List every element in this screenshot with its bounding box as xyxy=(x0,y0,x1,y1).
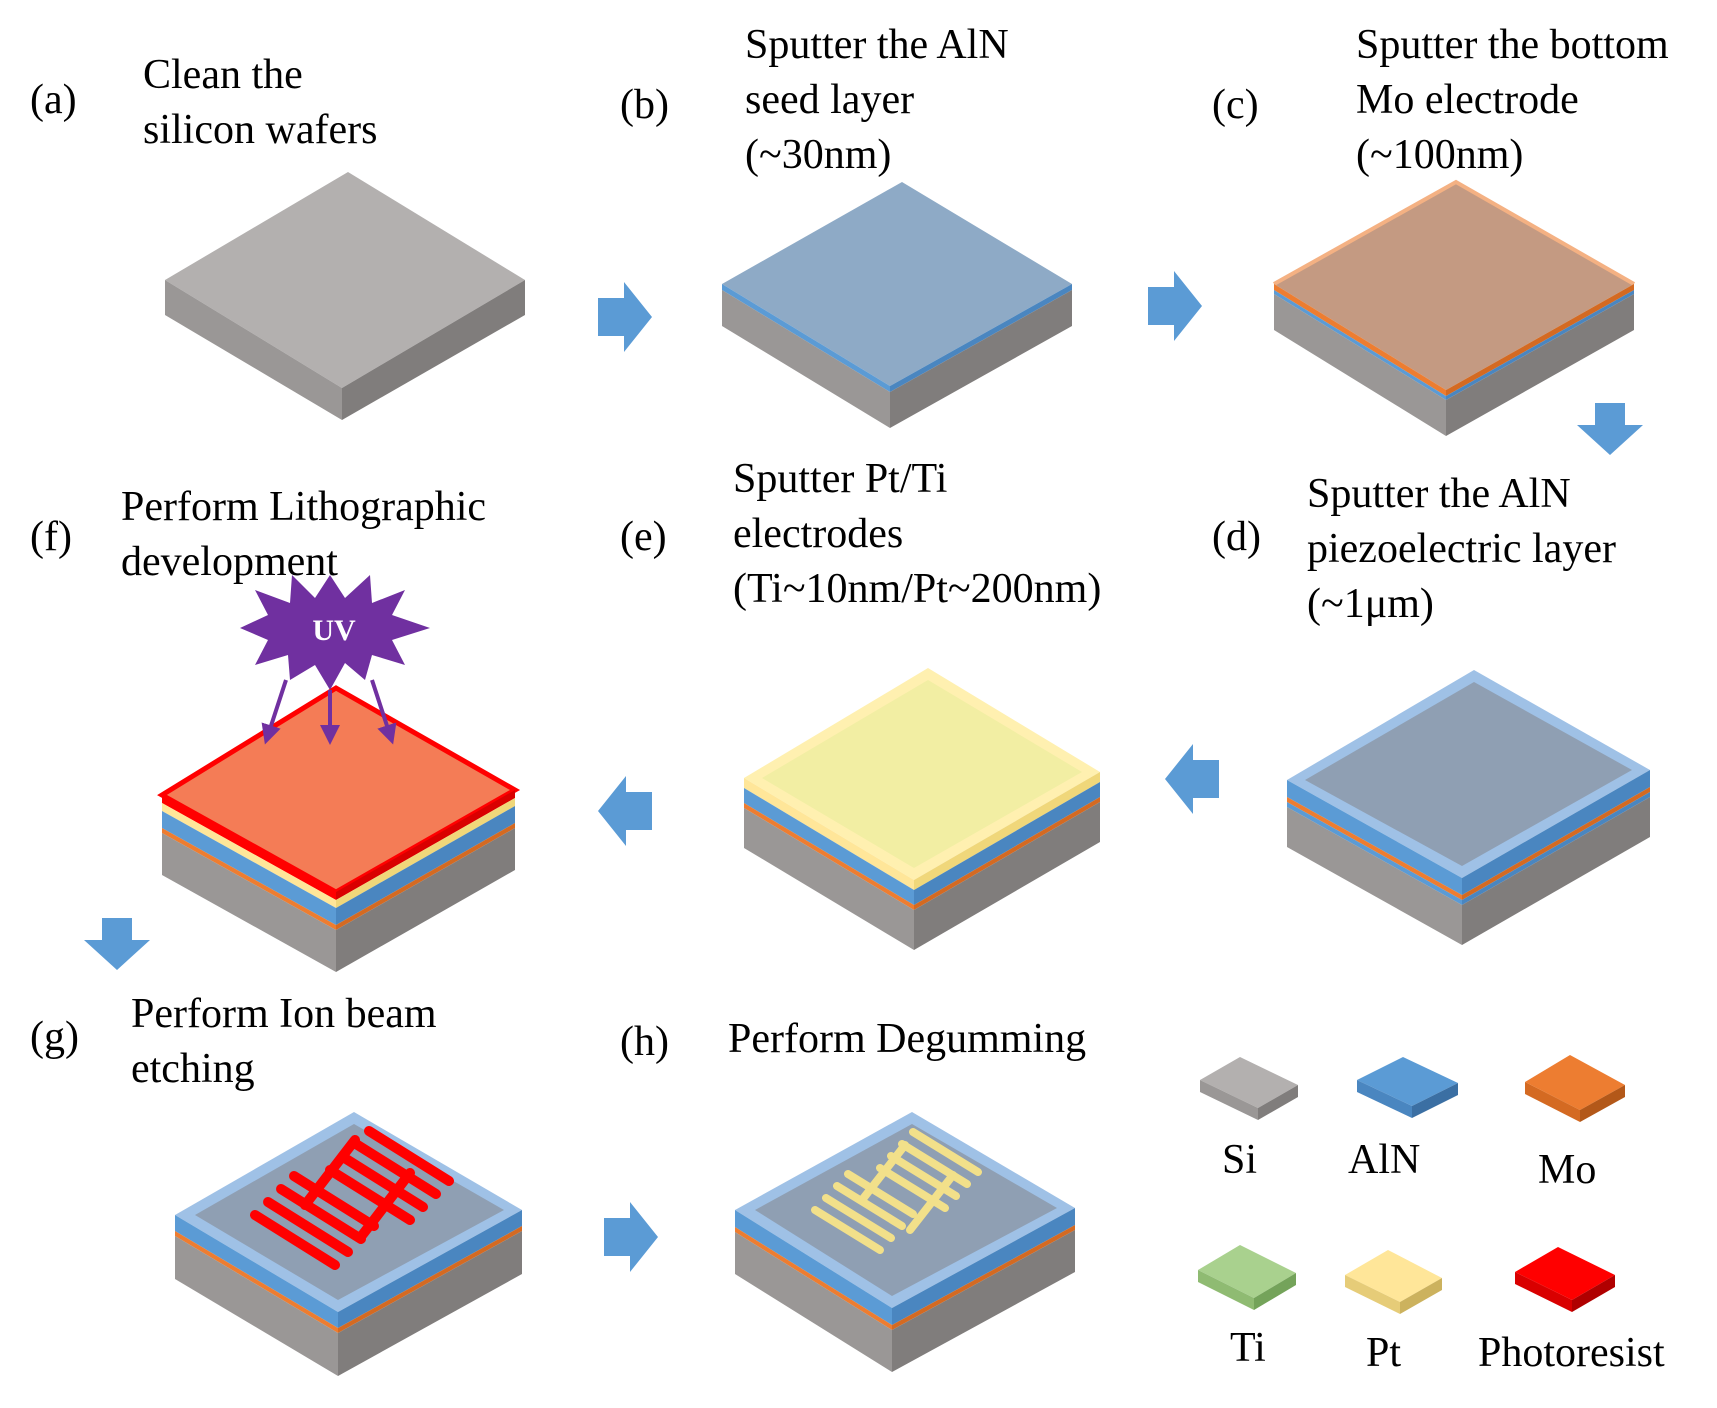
wafer-e-pt-top-inner xyxy=(762,680,1082,868)
wafer-g-electrode-pattern xyxy=(250,1126,454,1270)
arrow-g-to-h xyxy=(604,1202,658,1272)
wafer-b xyxy=(722,182,1072,428)
arrow-d-to-e xyxy=(1165,744,1219,814)
wafer-a-top xyxy=(165,172,525,388)
step-d-line-3: (~1μm) xyxy=(1307,581,1434,627)
legend-label-photoresist: Photoresist xyxy=(1478,1330,1665,1376)
step-f-line-1: Perform Lithographic xyxy=(121,484,487,530)
uv-burst: UV xyxy=(240,575,430,745)
step-d-line-1: Sputter the AlN xyxy=(1307,471,1571,517)
legend-label-aln: AlN xyxy=(1348,1137,1421,1183)
step-g-letter: (g) xyxy=(30,1014,79,1060)
wafer-g xyxy=(175,1112,522,1376)
wafer-d xyxy=(1287,670,1650,945)
step-a-letter: (a) xyxy=(30,77,77,123)
legend xyxy=(1198,1055,1625,1314)
wafer-e xyxy=(744,668,1100,950)
wafer-h-electrode-pattern xyxy=(811,1128,982,1254)
wafer-c-mo-left xyxy=(1274,284,1446,396)
flow-arrows xyxy=(84,271,1643,1272)
step-b-line-3: (~30nm) xyxy=(745,132,892,178)
step-a-line-2: silicon wafers xyxy=(143,107,378,153)
step-c-line-1: Sputter the bottom xyxy=(1356,22,1669,68)
legend-tile-si xyxy=(1200,1057,1298,1120)
step-e-line-2: electrodes xyxy=(733,511,904,557)
step-a-line-1: Clean the xyxy=(143,52,303,98)
step-e-line-1: Sputter Pt/Ti xyxy=(733,456,948,502)
step-e-line-3: (Ti~10nm/Pt~200nm) xyxy=(733,566,1102,612)
step-b-line-1: Sputter the AlN xyxy=(745,22,1009,68)
wafer-b-si-left xyxy=(722,290,890,428)
legend-label-ti: Ti xyxy=(1230,1325,1266,1371)
step-e-letter: (e) xyxy=(620,514,667,560)
wafer-e-pt-left xyxy=(744,778,914,890)
arrow-b-to-c xyxy=(1148,271,1202,341)
step-b-letter: (b) xyxy=(620,82,669,128)
legend-label-pt: Pt xyxy=(1366,1330,1402,1376)
wafer-b-aln-left xyxy=(722,284,890,392)
step-h-letter: (h) xyxy=(620,1019,669,1065)
wafer-d-mo-edge xyxy=(1287,797,1462,900)
legend-tile-ti xyxy=(1198,1245,1296,1310)
step-c-line-3: (~100nm) xyxy=(1356,132,1524,178)
step-g-line-1: Perform Ion beam xyxy=(131,991,437,1037)
legend-tile-mo xyxy=(1525,1055,1625,1122)
step-f-letter: (f) xyxy=(30,514,72,560)
arrow-e-to-f xyxy=(598,776,652,846)
wafer-b-aln-right xyxy=(890,284,1072,392)
legend-label-mo: Mo xyxy=(1538,1147,1597,1193)
uv-star xyxy=(240,575,430,690)
legend-tile-pt xyxy=(1345,1250,1442,1314)
wafer-a-right xyxy=(342,280,525,420)
wafer-f-photoresist-top xyxy=(162,688,515,892)
wafer-c-mo-right xyxy=(1446,284,1634,396)
step-h-line-1: Perform Degumming xyxy=(728,1016,1087,1062)
wafer-h xyxy=(735,1112,1075,1372)
arrow-a-to-b xyxy=(598,282,652,352)
step-f-line-2: development xyxy=(121,539,338,585)
step-d-letter: (d) xyxy=(1212,514,1261,560)
wafer-c xyxy=(1273,179,1635,436)
wafer-b-aln-top xyxy=(722,182,1072,386)
arrow-f-to-g xyxy=(84,918,150,970)
step-c-line-2: Mo electrode xyxy=(1356,77,1579,123)
wafer-a-left xyxy=(165,280,342,420)
step-g-line-2: etching xyxy=(131,1046,255,1092)
legend-label-si: Si xyxy=(1222,1137,1258,1183)
wafer-d-aln-top-inner xyxy=(1305,682,1632,866)
wafer-a xyxy=(165,172,525,420)
wafer-f xyxy=(157,685,521,972)
wafer-b-si-right xyxy=(890,290,1072,428)
step-c-letter: (c) xyxy=(1212,82,1259,128)
arrow-c-to-d xyxy=(1577,403,1643,455)
legend-tile-photoresist xyxy=(1515,1247,1615,1312)
legend-tile-aln xyxy=(1357,1057,1458,1118)
step-d-line-2: piezoelectric layer xyxy=(1307,526,1616,572)
wafer-c-si-right xyxy=(1446,294,1634,436)
wafer-c-si-left xyxy=(1274,294,1446,436)
step-b-line-2: seed layer xyxy=(745,77,915,123)
uv-label: UV xyxy=(312,614,356,647)
